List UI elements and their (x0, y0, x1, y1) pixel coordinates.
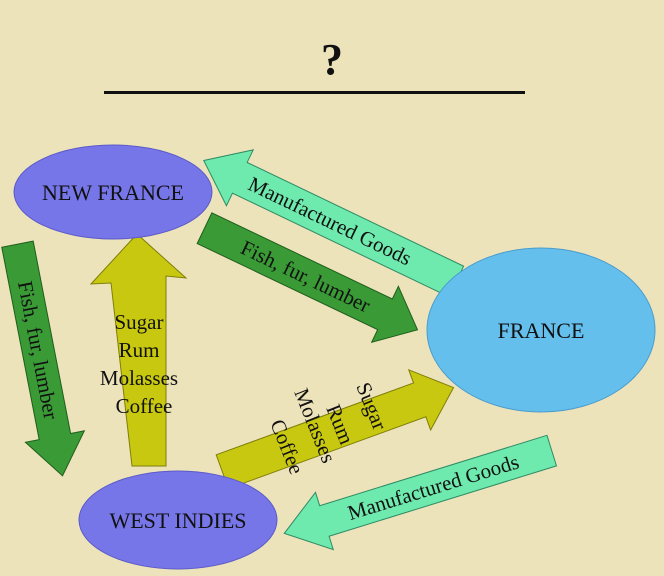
node-shape (78, 470, 278, 570)
diagram-title: ? (321, 35, 343, 84)
arrow-west-indies-to-france (215, 368, 455, 490)
arrow-shape (283, 434, 558, 551)
arrow-label-line-1: Sugar (115, 310, 164, 334)
arrow-west-indies-to-new-france: Sugar Rum Molasses Coffee (89, 233, 188, 467)
arrow-label-line-3: Molasses (100, 366, 178, 390)
node-label: FRANCE (498, 318, 585, 343)
node-france: FRANCE (426, 247, 656, 413)
arrow-new-france-to-west-indies: Fish, fur, lumber (1, 240, 86, 477)
arrow-label: Manufactured Goods (345, 450, 522, 526)
node-shape (426, 247, 656, 413)
arrow-label-line-4: Coffee (116, 394, 173, 418)
arrow-label-line-2: Rum (119, 338, 160, 362)
arrow-shape (89, 233, 188, 467)
arrow-shape (196, 212, 419, 344)
arrow-label-stack: Sugar Rum Molasses Coffee (265, 379, 392, 478)
arrow-shape (203, 149, 465, 298)
title-underline (104, 91, 525, 94)
node-new-france: NEW FRANCE (13, 144, 213, 240)
arrow-shape (1, 240, 86, 477)
node-west-indies: WEST INDIES (78, 470, 278, 570)
node-label: WEST INDIES (109, 508, 246, 533)
node-label: NEW FRANCE (42, 180, 184, 205)
arrow-shape (215, 368, 455, 490)
arrow-label: Fish, fur, lumber (13, 279, 63, 421)
node-shape (13, 144, 213, 240)
